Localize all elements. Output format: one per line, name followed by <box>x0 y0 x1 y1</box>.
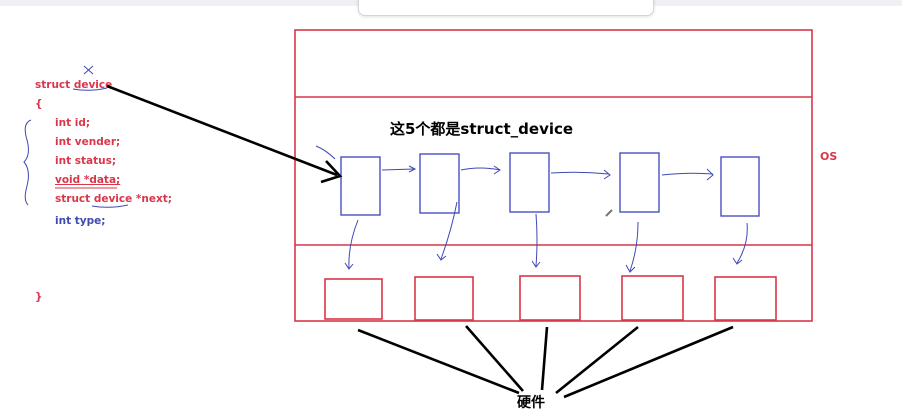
code-field-type: int type; <box>55 215 106 227</box>
device-box-4 <box>619 152 660 213</box>
pen-cursor-icon <box>605 209 613 217</box>
down-arrow-3 <box>535 213 538 267</box>
link-arrow-1-2 <box>381 168 415 171</box>
down-arrow-2 <box>440 201 458 260</box>
code-field-status: int status; <box>55 155 117 167</box>
link-arrow-3-4 <box>550 171 610 175</box>
hardware-box-3 <box>519 275 581 321</box>
link-arrow-2-3 <box>460 167 501 171</box>
down-arrow-5 <box>736 222 748 264</box>
device-box-1 <box>340 156 381 216</box>
hardware-box-1 <box>324 278 383 320</box>
down-arrow-4 <box>629 221 639 272</box>
device-box-3 <box>509 152 550 213</box>
pointer-arrow-head <box>320 160 343 184</box>
pointer-arrow-line <box>106 84 338 177</box>
floating-toolbar-tab[interactable] <box>358 0 654 16</box>
diagram-caption: 这5个都是struct_device <box>390 120 574 138</box>
link-arrows <box>315 145 714 181</box>
handwritten-x-mark <box>83 65 94 75</box>
code-field-next: struct device *next; <box>55 193 172 205</box>
hardware-lines <box>357 325 734 399</box>
os-label: OS <box>820 150 838 163</box>
down-arrows <box>344 201 748 273</box>
device-box-5 <box>720 156 760 217</box>
link-arrow-incoming <box>315 145 336 160</box>
code-close-brace: } <box>35 291 43 303</box>
hardware-box-2 <box>414 276 474 321</box>
code-open-brace: { <box>35 98 43 110</box>
code-struct-header: struct device <box>35 79 113 91</box>
hardware-box-4 <box>621 275 684 321</box>
handwritten-underline-device <box>72 87 108 91</box>
os-frame <box>294 29 813 322</box>
device-box-2 <box>419 153 460 214</box>
code-field-vender: int vender; <box>55 136 121 148</box>
code-field-data: void *data; <box>55 174 121 186</box>
hardware-label: 硬件 <box>517 395 545 411</box>
handwritten-bracket <box>23 119 32 206</box>
code-field-id: int id; <box>55 117 91 129</box>
down-arrow-1 <box>348 219 359 269</box>
handwritten-underline-next <box>91 204 129 208</box>
hardware-box-5 <box>714 276 777 321</box>
link-arrow-4-5 <box>661 172 714 176</box>
